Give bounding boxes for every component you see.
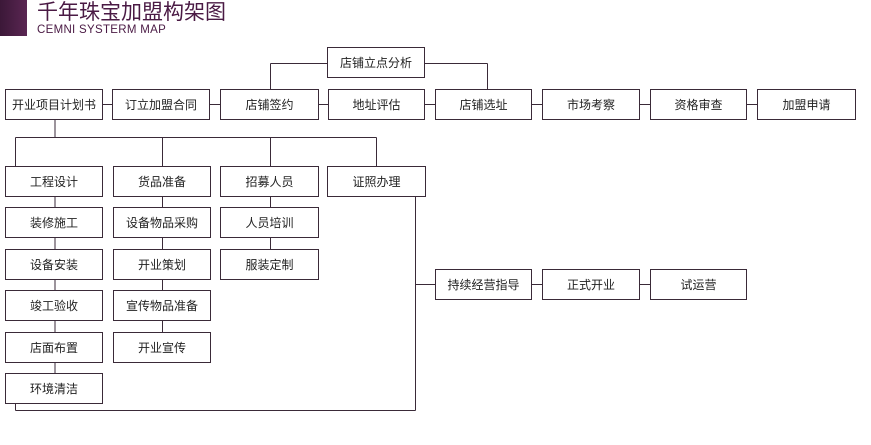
node-col1: 工程设计 <box>5 166 103 197</box>
node-col1: 装修施工 <box>5 207 103 238</box>
node-main: 市场考察 <box>542 89 640 120</box>
node-final: 持续经营指导 <box>435 269 532 300</box>
node-main: 订立加盟合同 <box>112 89 210 120</box>
node-col2: 开业策划 <box>113 249 211 280</box>
node-main: 开业项目计划书 <box>5 89 103 120</box>
node-col3: 服装定制 <box>220 249 319 280</box>
node-main: 资格审查 <box>650 89 747 120</box>
node-main: 地址评估 <box>328 89 425 120</box>
node-col1: 环境清洁 <box>5 373 103 404</box>
node-col2: 设备物品采购 <box>113 207 211 238</box>
node-root: 店铺立点分析 <box>327 47 425 78</box>
node-col1: 设备安装 <box>5 249 103 280</box>
node-main: 加盟申请 <box>757 89 856 120</box>
node-col1: 店面布置 <box>5 332 103 363</box>
node-col3: 人员培训 <box>220 207 319 238</box>
page-title: 千年珠宝加盟构架图 <box>37 0 226 24</box>
node-main: 店铺签约 <box>220 89 319 120</box>
node-col4: 证照办理 <box>327 166 426 197</box>
node-col2: 开业宣传 <box>113 332 211 363</box>
node-main: 店铺选址 <box>435 89 532 120</box>
node-final: 正式开业 <box>542 269 640 300</box>
node-col2: 宣传物品准备 <box>113 290 211 321</box>
node-final: 试运营 <box>650 269 747 300</box>
node-col1: 竣工验收 <box>5 290 103 321</box>
node-col3: 招募人员 <box>220 166 319 197</box>
page-subtitle: CEMNI SYSTERM MAP <box>37 24 167 36</box>
node-col2: 货品准备 <box>113 166 211 197</box>
header-accent-bar <box>0 0 27 36</box>
